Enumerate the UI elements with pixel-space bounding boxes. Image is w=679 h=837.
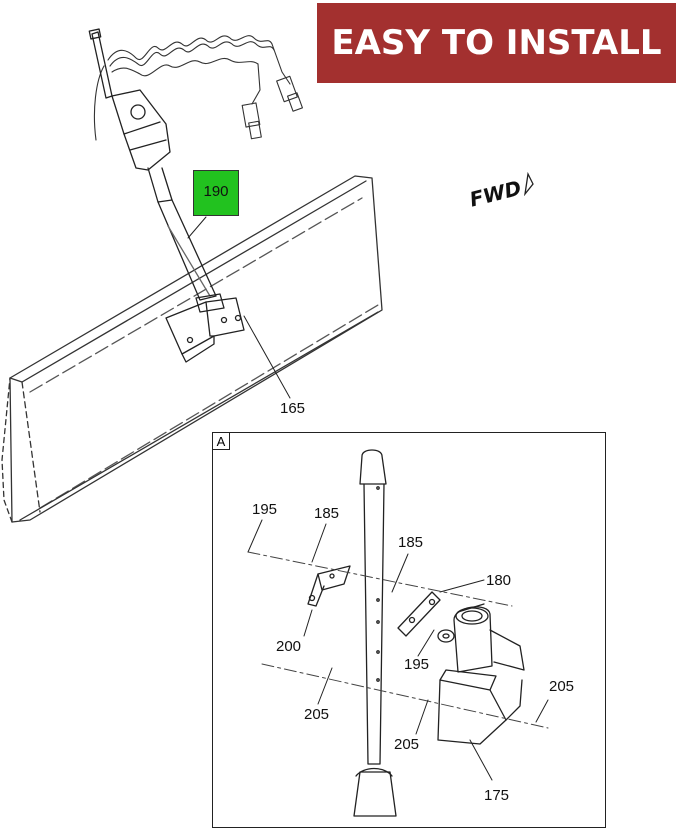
callout-205-right: 205 [549, 678, 575, 695]
wire-harness [93, 35, 303, 141]
main-leaders [187, 216, 291, 399]
easy-install-banner: EASY TO INSTALL [317, 3, 676, 83]
callout-195-top: 195 [252, 501, 278, 518]
forward-arrow-icon [524, 172, 534, 196]
detail-view-tag: A [212, 432, 230, 450]
banner-text: EASY TO INSTALL [331, 23, 662, 63]
callout-205-left: 205 [304, 706, 330, 723]
detail-leaders [247, 519, 549, 781]
detail-axis-lines [247, 551, 549, 729]
detail-parts [307, 449, 525, 817]
callout-185-right: 185 [398, 534, 424, 551]
callout-165: 165 [280, 400, 306, 417]
detail-view-frame [212, 432, 606, 828]
dashboard-panel [1, 175, 383, 523]
mounting-bracket [165, 297, 245, 363]
highlighted-part-callout: 190 [193, 170, 239, 216]
callout-195-mid: 195 [404, 656, 430, 673]
callout-190: 190 [203, 183, 229, 200]
callout-175: 175 [484, 787, 510, 804]
shifter-assembly [88, 28, 225, 313]
callout-180: 180 [486, 572, 512, 589]
callout-205-mid: 205 [394, 736, 420, 753]
callout-200: 200 [276, 638, 302, 655]
callout-185-left: 185 [314, 505, 340, 522]
